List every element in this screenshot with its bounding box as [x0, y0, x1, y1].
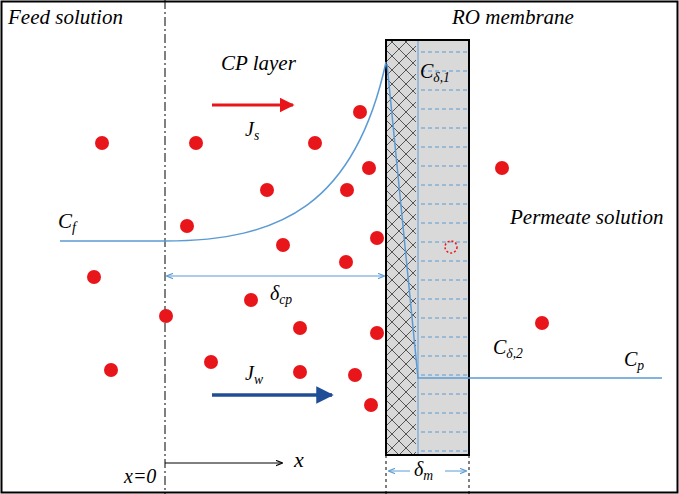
cp-thickness-arrow	[167, 276, 384, 277]
support-dash	[421, 261, 467, 262]
origin-line	[165, 0, 166, 494]
support-dash	[421, 128, 467, 129]
membrane-edge-line	[386, 455, 387, 494]
support-dash	[421, 280, 467, 281]
region-label: Feed solution	[8, 6, 123, 29]
solute-particle	[362, 161, 376, 175]
solute-particles	[87, 105, 549, 412]
solute-particle	[293, 365, 307, 379]
support-dash	[421, 90, 467, 91]
solute-particle	[276, 238, 290, 252]
support-dash	[421, 356, 467, 357]
layer-boundary	[418, 40, 419, 455]
solute-particle	[364, 398, 378, 412]
membrane-thickness-arrow	[445, 471, 466, 472]
support-dash	[421, 166, 467, 167]
region-label: Permeate solution	[510, 206, 663, 229]
support-dash	[421, 223, 467, 224]
solute-particle	[353, 105, 367, 119]
membrane-edge-line	[469, 455, 470, 494]
solute-particle	[204, 355, 218, 369]
solute-particle	[260, 183, 274, 197]
support-dash	[421, 451, 467, 452]
support-dash	[421, 204, 467, 205]
solute-particle	[189, 136, 203, 150]
thickness-label: δm	[414, 458, 433, 484]
permeating-solute	[445, 241, 457, 253]
solute-particle	[104, 363, 118, 377]
solute-particle	[340, 183, 354, 197]
solute-particle	[293, 321, 307, 335]
support-dash	[421, 109, 467, 110]
support-dash	[421, 318, 467, 319]
solute-particle	[87, 270, 101, 284]
support-dash	[421, 242, 467, 243]
support-dash	[421, 337, 467, 338]
solute-particle	[244, 293, 258, 307]
solute-particle	[339, 255, 353, 269]
solute-particle	[370, 231, 384, 245]
membrane-outline	[386, 40, 469, 455]
flux-label: Js	[245, 118, 259, 144]
water-flux-arrow	[212, 393, 332, 397]
solute-particle	[95, 136, 109, 150]
solute-particle	[308, 136, 322, 150]
concentration-label: Cf	[58, 210, 76, 236]
concentration-curve	[60, 62, 386, 241]
x-axis-arrow	[165, 463, 282, 464]
thickness-label: δcp	[270, 282, 292, 308]
solute-flux-arrow	[212, 104, 293, 107]
support-dash	[421, 375, 467, 376]
membrane	[386, 40, 469, 455]
solute-particle	[495, 161, 509, 175]
support-dash	[421, 52, 467, 53]
solute-particle	[348, 368, 362, 382]
origin-label: x=0	[124, 465, 156, 487]
axis-label: x	[294, 448, 304, 472]
support-layer	[421, 52, 467, 451]
layer-label: CP layer	[221, 52, 296, 75]
solute-particle	[535, 316, 549, 330]
support-dash	[421, 185, 467, 186]
solute-particle	[180, 219, 194, 233]
solute-particle	[159, 309, 173, 323]
solute-particle	[370, 326, 384, 340]
concentration-label: Cδ,1	[420, 60, 450, 86]
support-dash	[421, 147, 467, 148]
membrane-thickness-arrow	[389, 471, 410, 472]
support-dash	[421, 394, 467, 395]
support-dash	[421, 299, 467, 300]
concentration-label: Cδ,2	[493, 336, 523, 362]
flux-label: Jw	[245, 362, 263, 388]
concentration-label: Cp	[624, 348, 644, 374]
support-dash	[421, 413, 467, 414]
support-dash	[421, 432, 467, 433]
membrane-label: RO membrane	[452, 6, 574, 29]
